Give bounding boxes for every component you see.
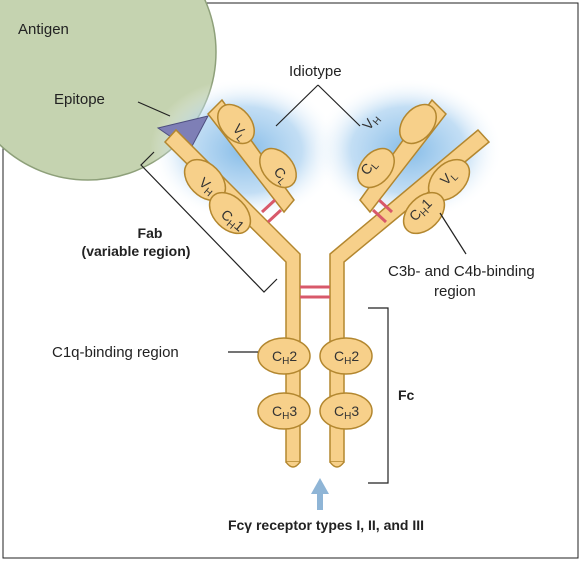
idiotype-label: Idiotype <box>289 63 342 80</box>
c3b-label: C3b- and C4b-binding <box>388 263 535 280</box>
fc-receptor-label: Fcγ receptor types I, II, and III <box>228 517 424 533</box>
c1q-label: C1q-binding region <box>52 344 179 361</box>
fab-sublabel: (variable region) <box>82 243 191 259</box>
c3b-sublabel: region <box>434 283 476 300</box>
fc-label: Fc <box>398 387 415 403</box>
fab-label: Fab <box>138 225 163 241</box>
antigen-label: Antigen <box>18 21 69 38</box>
epitope-label: Epitope <box>54 91 105 108</box>
fc-receptor-arrow <box>311 478 329 510</box>
